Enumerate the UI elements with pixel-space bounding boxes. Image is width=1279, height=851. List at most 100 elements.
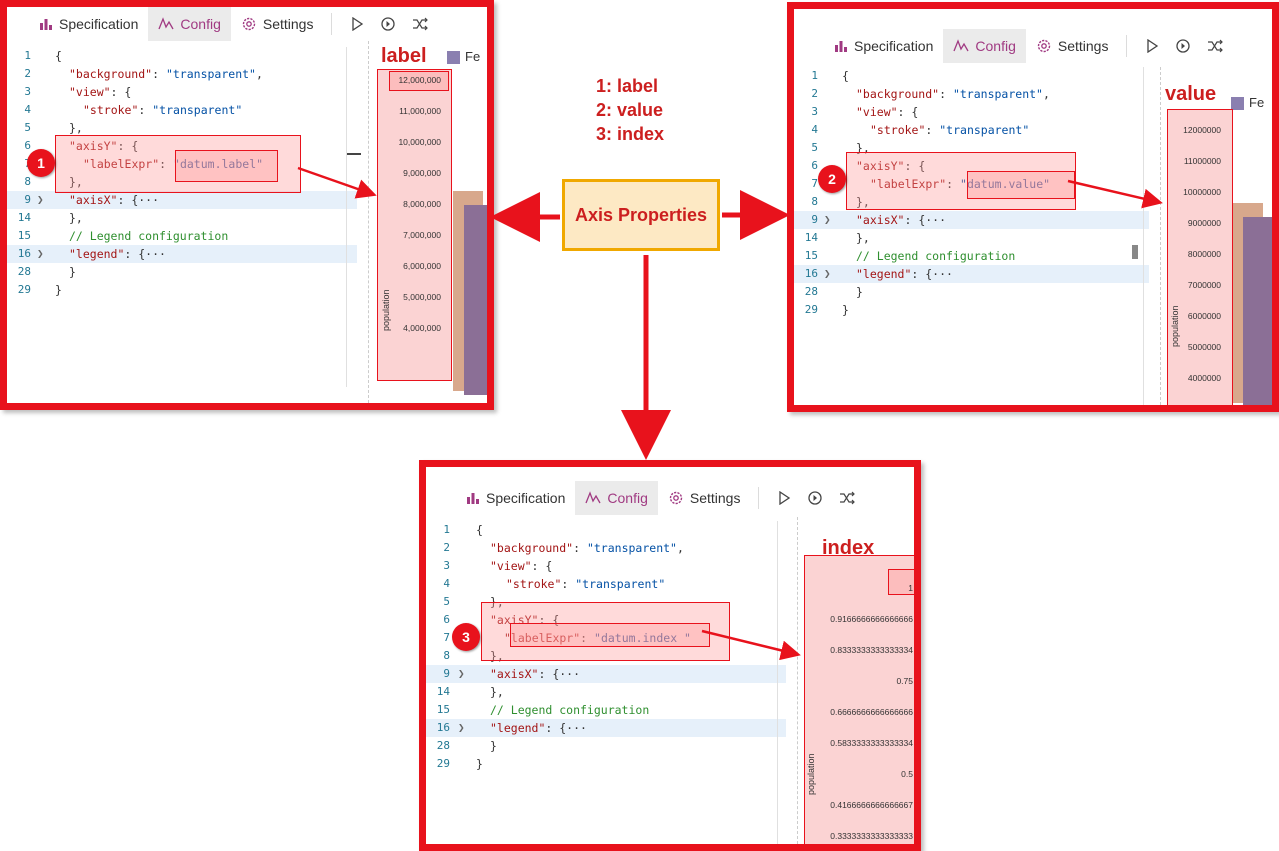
collapsed-marker[interactable]: {···	[559, 721, 587, 735]
bar-chart-icon	[39, 17, 53, 31]
chart-label-title: value	[1165, 83, 1217, 105]
line-number: 15	[17, 229, 31, 242]
y-axis-tick-label: 0.5	[901, 769, 913, 779]
line-number: 8	[24, 175, 31, 188]
tab-settings[interactable]: Settings	[658, 481, 751, 515]
tab-settings[interactable]: Settings	[231, 7, 324, 41]
tab-label: Settings	[1057, 38, 1109, 54]
gear-icon	[1036, 38, 1052, 54]
y-axis-tick-label: 5,000,000	[403, 292, 441, 302]
highlight-axisY-block	[55, 135, 301, 193]
tab-label: Config	[180, 16, 221, 32]
json-value: "transparent"	[952, 87, 1043, 101]
scroll-track[interactable]	[777, 521, 778, 844]
json-key: "legend"	[69, 247, 125, 261]
bar-chart-icon	[834, 39, 848, 53]
tab-specification[interactable]: Specification	[456, 481, 575, 515]
y-axis-tick-label: 0.6666666666666666	[830, 707, 913, 717]
chevron-right-icon[interactable]: ❯	[37, 193, 44, 206]
collapsed-marker[interactable]: {···	[552, 667, 581, 681]
tab-specification[interactable]: Specification	[29, 7, 148, 41]
code-text: "legend": {···	[490, 721, 587, 735]
y-axis-tick-label: 10000000	[1183, 187, 1221, 197]
play-icon[interactable]	[1145, 39, 1159, 53]
line-number: 4	[811, 123, 818, 136]
code-text: "background": "transparent",	[856, 87, 1050, 101]
shuffle-icon[interactable]	[839, 491, 856, 505]
highlight-top-tick	[888, 569, 914, 595]
shuffle-icon[interactable]	[1207, 39, 1224, 53]
highlight-top-tick	[389, 71, 449, 91]
scroll-track[interactable]	[346, 47, 347, 387]
collapsed-marker[interactable]: {···	[131, 193, 160, 207]
refresh-icon[interactable]	[380, 16, 396, 32]
code-text: "labelExpr": "datum.label"	[83, 157, 264, 171]
code-text: "stroke": "transparent"	[506, 577, 666, 591]
legend-line: 2: value	[596, 100, 664, 120]
play-icon[interactable]	[777, 491, 791, 505]
editor-tabbar: Specification Config Settings	[426, 481, 914, 515]
chevron-right-icon[interactable]: ❯	[458, 721, 465, 734]
toolbar-divider	[331, 13, 333, 35]
json-key: "labelExpr"	[870, 177, 947, 191]
tab-config[interactable]: Config	[148, 7, 231, 41]
chevron-right-icon[interactable]: ❯	[824, 267, 831, 280]
code-editor[interactable]: 1{ 2"background": "transparent", 3"view"…	[426, 521, 786, 844]
legend-line: 1: label	[596, 76, 659, 96]
y-axis-tick-label: 4000000	[1187, 373, 1221, 383]
y-axis-tick-label: 0.5833333333333334	[830, 738, 913, 748]
json-key: "legend"	[490, 721, 546, 735]
code-text: "legend": {···	[69, 247, 166, 261]
collapsed-marker[interactable]: {···	[925, 267, 953, 281]
tab-config[interactable]: Config	[943, 29, 1026, 63]
tab-specification[interactable]: Specification	[824, 29, 943, 63]
editor-tabbar: Specification Config Settings	[7, 7, 487, 41]
json-key: "view"	[69, 85, 111, 99]
json-key: "axisX"	[490, 667, 539, 681]
collapsed-marker[interactable]: {···	[138, 247, 166, 261]
line-number: 1	[24, 49, 31, 62]
code-text: },	[490, 649, 504, 663]
code-editor[interactable]: 1{ 2"background": "transparent", 3"view"…	[7, 47, 361, 403]
tab-settings[interactable]: Settings	[1026, 29, 1119, 63]
tab-config[interactable]: Config	[575, 481, 658, 515]
label-expr-value: "datum.index "	[594, 631, 691, 645]
tab-label: Settings	[262, 16, 314, 32]
refresh-icon[interactable]	[1175, 38, 1191, 54]
pen-icon	[953, 39, 969, 53]
y-axis-tick-label: 5000000	[1187, 342, 1221, 352]
tab-label: Config	[607, 490, 648, 506]
code-text: },	[856, 195, 870, 209]
code-text: },	[856, 231, 870, 245]
line-number: 2	[811, 87, 818, 100]
chevron-right-icon[interactable]: ❯	[458, 667, 465, 680]
play-icon[interactable]	[350, 17, 364, 31]
code-editor[interactable]: 1{ 2"background": "transparent", 3"view"…	[794, 67, 1149, 405]
pen-icon	[585, 491, 601, 505]
collapsed-marker[interactable]: {···	[918, 213, 947, 227]
code-text: },	[490, 685, 504, 699]
json-key: "background"	[856, 87, 940, 101]
legend-list: 1: label 2: value 3: index	[596, 74, 664, 146]
chevron-right-icon[interactable]: ❯	[824, 213, 831, 226]
tab-label: Settings	[689, 490, 741, 506]
code-comment: // Legend configuration	[69, 229, 229, 243]
chart-label-title: label	[381, 45, 427, 67]
step-badge: 1	[27, 149, 55, 177]
code-text: "view": {	[856, 105, 919, 119]
chevron-right-icon[interactable]: ❯	[37, 247, 44, 260]
refresh-icon[interactable]	[807, 490, 823, 506]
code-text: "stroke": "transparent"	[870, 123, 1030, 137]
shuffle-icon[interactable]	[412, 17, 429, 31]
code-text: "view": {	[69, 85, 132, 99]
y-axis-tick-label: 0.4166666666666667	[830, 800, 913, 810]
toolbar-divider	[758, 487, 760, 509]
code-text: },	[856, 141, 870, 155]
code-comment: // Legend configuration	[856, 249, 1016, 263]
highlight-axisY-block	[846, 152, 1076, 210]
code-text: "labelExpr": "datum.index "	[504, 631, 691, 645]
json-key: "axisY"	[69, 139, 118, 153]
scroll-track[interactable]	[1143, 67, 1144, 405]
